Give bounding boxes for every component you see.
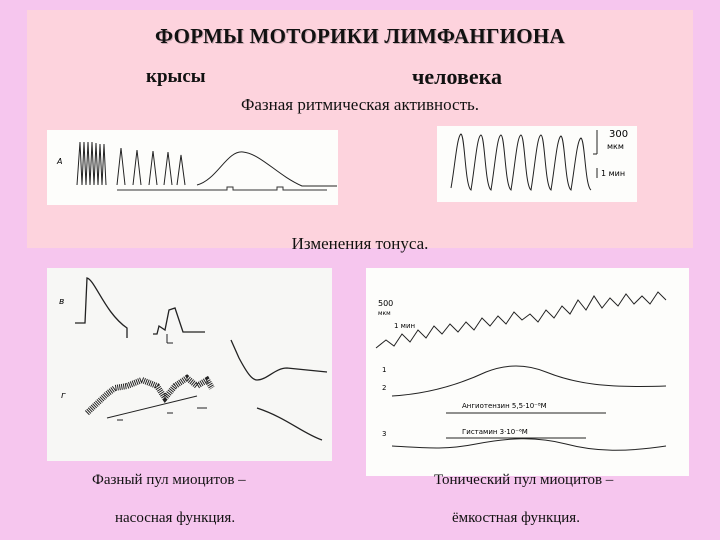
caption-right-2: ёмкостная функция. xyxy=(452,510,580,526)
panel-a-label: A xyxy=(56,157,62,166)
human-tonus-traces: 500 мкм 1 мин 1 2 Ангиотензин 5,5·10⁻⁸М … xyxy=(366,268,689,476)
row-2-label: 2 xyxy=(382,384,386,392)
row-3-label: 3 xyxy=(382,430,386,438)
caption-right-1: Тонический пул миоцитов – xyxy=(434,472,614,488)
page-title: ФОРМЫ МОТОРИКИ ЛИМФАНГИОНА xyxy=(154,24,565,48)
angiotensin-label: Ангиотензин 5,5·10⁻⁸М xyxy=(462,402,547,410)
human-label: человека xyxy=(412,64,502,89)
caption-left-2: насосная функция. xyxy=(115,510,236,526)
phasic-subtitle: Фазная ритмическая активность. xyxy=(240,95,480,114)
histamine-label: Гистамин 3·10⁻⁶М xyxy=(462,428,528,436)
tonus-subtitle: Изменения тонуса. xyxy=(291,234,429,253)
rat-tonus-traces: в г xyxy=(47,268,332,461)
scale-1min-label: 1 мин xyxy=(394,322,415,330)
caption-left-1: Фазный пул миоцитов – xyxy=(92,472,246,488)
human-phasic-trace: 300 мкм 1 мин xyxy=(437,126,637,202)
row-1-label: 1 xyxy=(382,366,386,374)
scale-time-label: 1 мин xyxy=(601,169,625,178)
rat-label: крысы xyxy=(146,66,206,87)
scale-unit-label: мкм xyxy=(607,142,624,151)
rat-phasic-trace: A xyxy=(47,130,338,205)
scale-300-label: 300 xyxy=(609,129,628,140)
scale-500-unit: мкм xyxy=(378,310,391,317)
panel-g-label: г xyxy=(61,391,66,401)
scale-500-label: 500 xyxy=(378,299,393,308)
panel-v-label: в xyxy=(59,297,64,307)
